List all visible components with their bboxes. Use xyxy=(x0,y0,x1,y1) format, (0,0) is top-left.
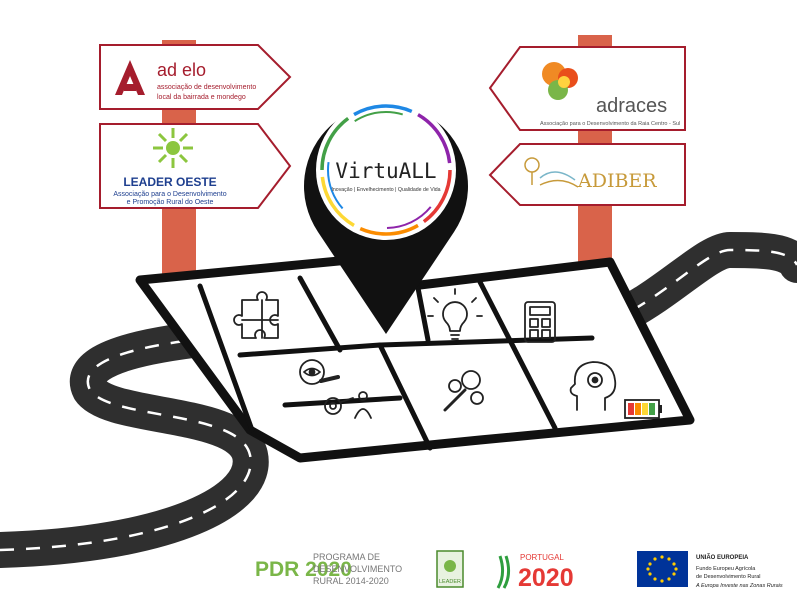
eu-stars-icon xyxy=(646,555,678,583)
adelo-name: ad elo xyxy=(157,60,206,80)
adelo-line1: associação de desenvolvimento xyxy=(157,84,256,91)
adraces-name: adraces xyxy=(596,95,667,117)
portugal-2020-logo: PORTUGAL 2020 xyxy=(496,553,574,592)
footer-logos: PDR 2020 PROGRAMA DE DESENVOLVIMENTO RUR… xyxy=(255,550,783,592)
sign-adraces: adraces Associação para o Desenvolviment… xyxy=(488,46,686,131)
brain-gears-icon xyxy=(443,370,484,412)
leader-logo-text: LEADER xyxy=(439,579,461,585)
leader-logo: LEADER xyxy=(436,550,464,588)
lightbulb-icon xyxy=(427,288,483,340)
pdr-logo-text: PDR 2020 xyxy=(255,558,352,581)
calculator-icon xyxy=(524,301,556,343)
leader-oeste-name: LEADER OESTE xyxy=(123,175,216,189)
head-gears-icon xyxy=(569,361,617,411)
puzzle-icon xyxy=(233,291,279,339)
adiber-logo-icon xyxy=(524,157,579,188)
location-pin: VirtuALL Inovação | Envelhecimento | Qua… xyxy=(304,100,468,335)
pin-title: VirtuALL xyxy=(335,159,436,183)
leader-sun-icon xyxy=(153,128,193,168)
eu-line2: de Desenvolvimento Rural xyxy=(696,574,761,580)
eu-title: UNIÃO EUROPEIA xyxy=(696,554,749,561)
adelo-line2: local da bairrada e mondego xyxy=(157,94,246,101)
rainbow-ring-icon xyxy=(320,104,452,236)
portugal-year: 2020 xyxy=(518,564,574,592)
adraces-logo-icon xyxy=(542,62,578,100)
portugal-swoosh-icon xyxy=(496,555,511,589)
adraces-line1: Associação para o Desenvolvimento da Rai… xyxy=(540,121,680,127)
leader-oeste-line1: Associação para o Desenvolvimento xyxy=(113,191,226,198)
eu-logo: UNIÃO EUROPEIA Fundo Europeu Agrícola de… xyxy=(637,551,783,589)
adiber-name: ADIBER xyxy=(577,170,657,192)
portugal-label: PORTUGAL xyxy=(520,553,564,562)
sign-adelo: ad elo associação de desenvolvimento loc… xyxy=(99,44,292,110)
eu-line3: A Europa Investe nas Zonas Rurais xyxy=(695,583,783,589)
leader-oeste-line2: e Promoção Rural do Oeste xyxy=(127,199,214,206)
pdr-2020-logo: PDR 2020 PROGRAMA DE DESENVOLVIMENTO RUR… xyxy=(255,552,402,586)
pdr-line2: DESENVOLVIMENTO xyxy=(313,564,402,574)
pdr-line1: PROGRAMA DE xyxy=(313,552,380,562)
adelo-logo-icon xyxy=(115,60,145,95)
battery-icon xyxy=(624,399,662,419)
pdr-line3: RURAL 2014-2020 xyxy=(313,576,389,586)
sign-adiber: ADIBER xyxy=(488,143,686,206)
eu-line1: Fundo Europeu Agrícola xyxy=(696,566,756,572)
target-person-icon xyxy=(324,391,372,419)
leader-leaf-icon xyxy=(444,560,456,572)
pin-subtitle: Inovação | Envelhecimento | Qualidade de… xyxy=(331,187,440,193)
sign-leader-oeste: LEADER OESTE Associação para o Desenvolv… xyxy=(99,123,292,209)
magnifier-eye-icon xyxy=(299,359,340,385)
